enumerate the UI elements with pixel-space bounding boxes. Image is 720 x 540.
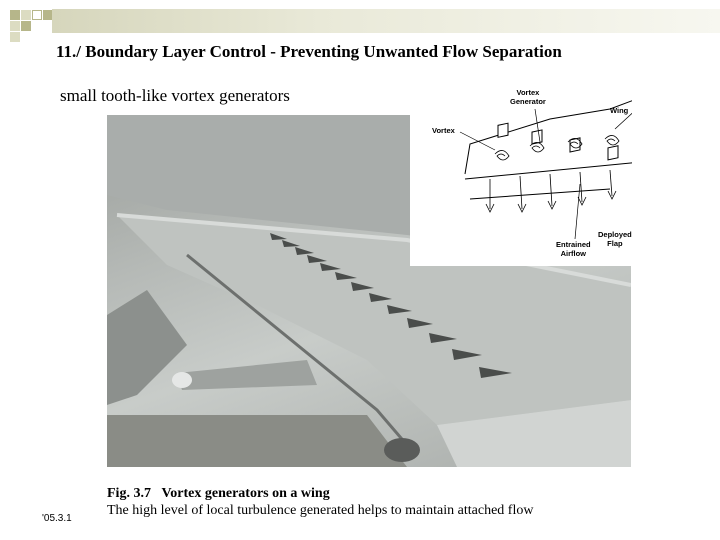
decor-square xyxy=(10,10,20,20)
vortex-diagram: Vortex Generator Wing Vortex Entrained A… xyxy=(410,84,632,266)
figure-title: Vortex generators on a wing xyxy=(161,486,330,501)
figure-label: Fig. 3.7 xyxy=(107,486,151,501)
slide-date: '05.3.1 xyxy=(42,513,72,524)
label-deployed-flap: Deployed Flap xyxy=(598,230,632,248)
label-entrained-airflow: Entrained Airflow xyxy=(556,240,591,258)
decor-square xyxy=(32,10,42,20)
label-wing: Wing xyxy=(610,106,629,115)
decor-square xyxy=(10,32,20,42)
decor-square xyxy=(21,10,31,20)
figure-description: The high level of local turbulence gener… xyxy=(107,503,534,518)
label-vortex-generator: Vortex Generator xyxy=(510,88,546,106)
decor-square xyxy=(21,21,31,31)
slide-title: 11./ Boundary Layer Control - Preventing… xyxy=(56,42,562,61)
label-vortex: Vortex xyxy=(432,126,455,135)
decor-square xyxy=(43,10,53,20)
title-bar xyxy=(52,9,720,33)
decor-square xyxy=(10,21,20,31)
slide-subtitle: small tooth-like vortex generators xyxy=(60,86,290,105)
figure-caption: Fig. 3.7 Vortex generators on a wing xyxy=(107,486,330,502)
